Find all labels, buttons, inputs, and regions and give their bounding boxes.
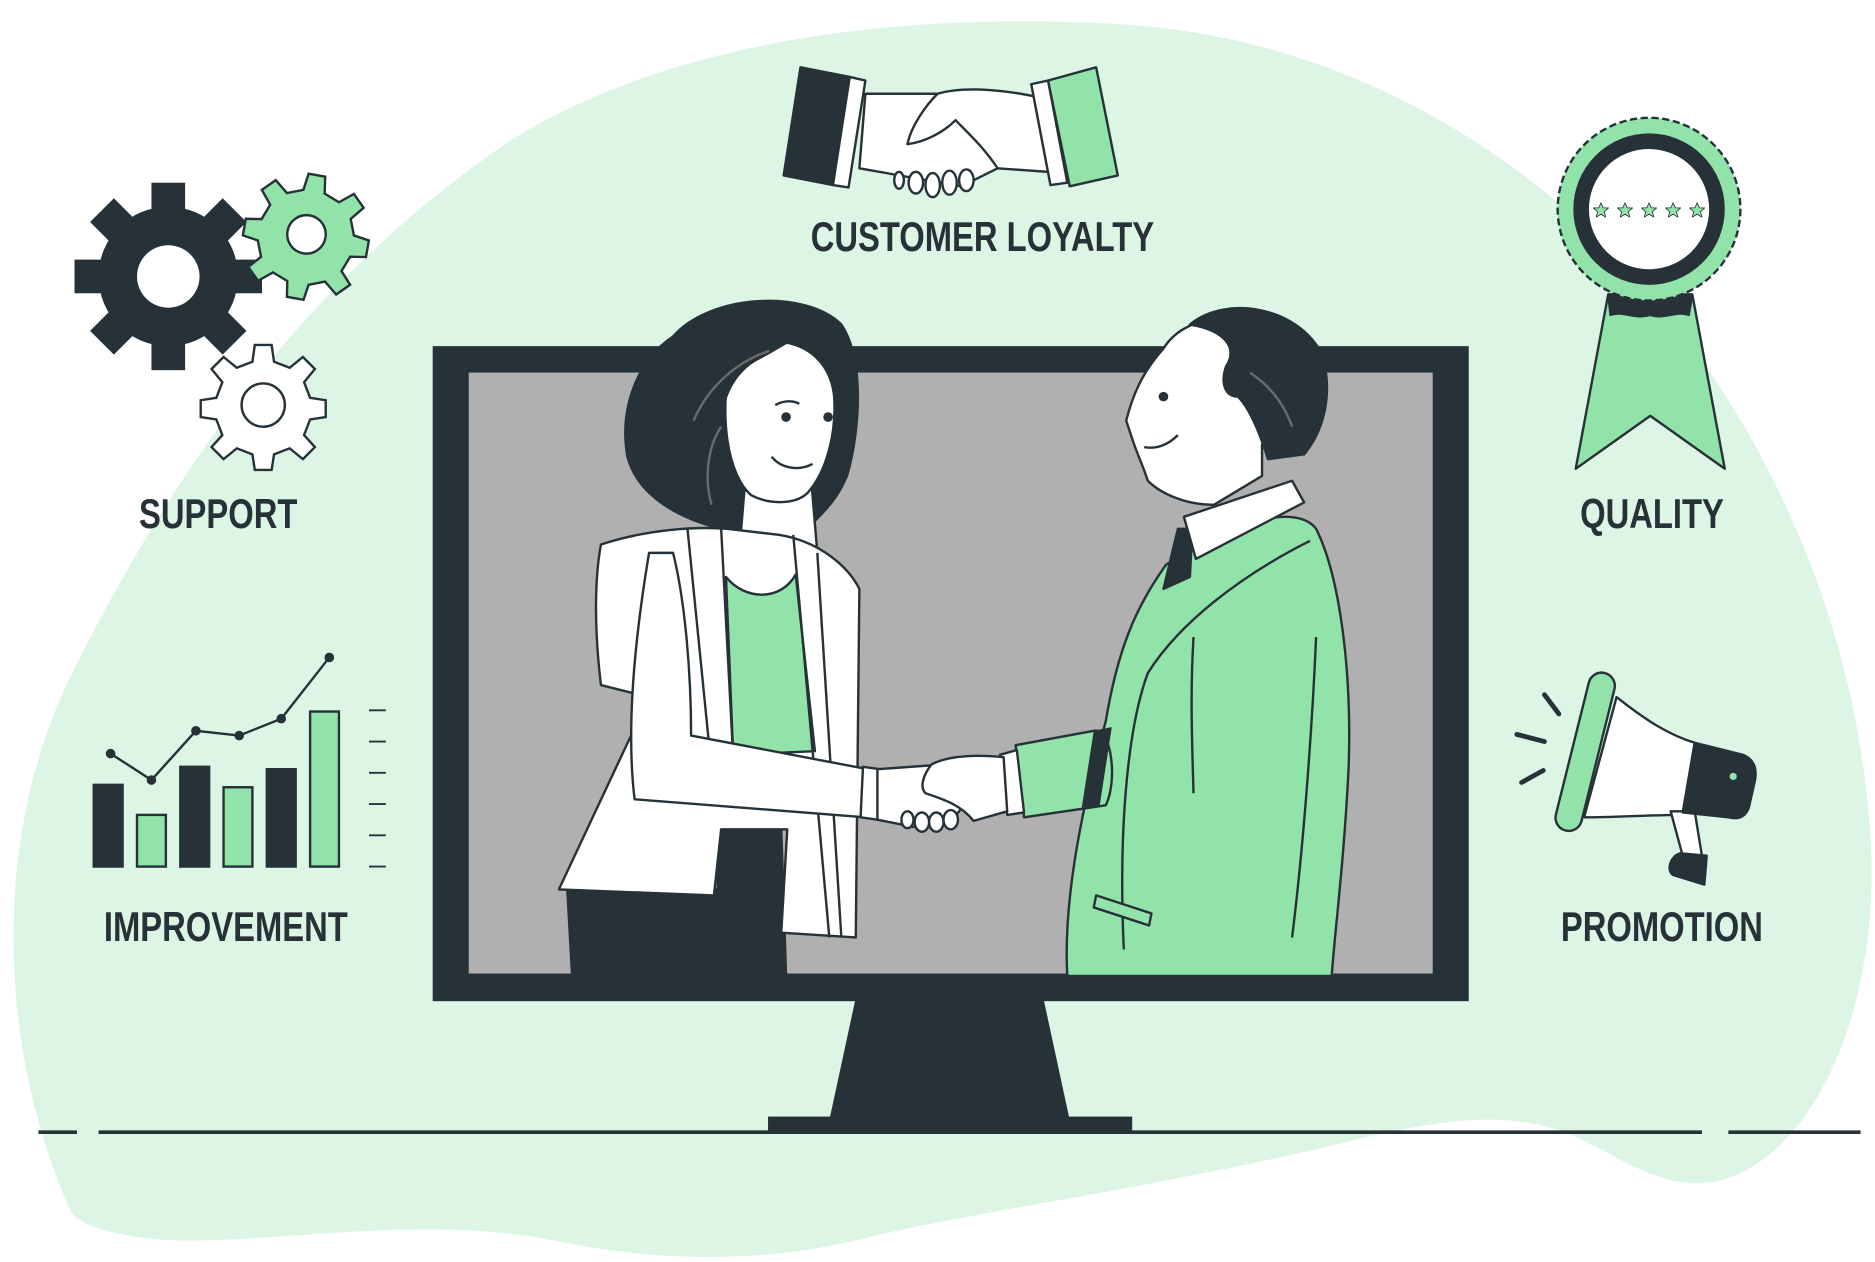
megaphone-icon xyxy=(1514,671,1757,886)
green-gear-icon xyxy=(241,172,371,302)
gears-icon xyxy=(74,172,371,472)
axis-ticks xyxy=(368,709,386,868)
handshake-icon xyxy=(782,66,1119,199)
bar-1 xyxy=(92,783,124,868)
woman-figure xyxy=(557,299,882,978)
bar-2 xyxy=(135,813,168,868)
bar-5 xyxy=(265,768,297,868)
man-figure xyxy=(998,306,1351,978)
dark-gear-icon xyxy=(74,182,263,371)
label-support: SUPPORT xyxy=(139,490,298,537)
bar-line-chart-icon xyxy=(92,652,386,868)
bar-6 xyxy=(308,710,341,868)
award-ribbon-icon xyxy=(1556,116,1742,470)
bar-4 xyxy=(222,786,254,868)
handshake-center xyxy=(876,754,1009,833)
sound-waves-icon xyxy=(1514,692,1562,785)
label-quality: QUALITY xyxy=(1580,490,1724,537)
five-stars-icon xyxy=(1592,202,1706,218)
label-customer-loyalty: CUSTOMER LOYALTY xyxy=(810,213,1155,260)
label-promotion: PROMOTION xyxy=(1560,903,1763,950)
white-gear-icon xyxy=(199,343,327,472)
monitor-stand xyxy=(768,997,1133,1133)
bar-3 xyxy=(179,765,211,868)
label-improvement: IMPROVEMENT xyxy=(103,903,348,950)
